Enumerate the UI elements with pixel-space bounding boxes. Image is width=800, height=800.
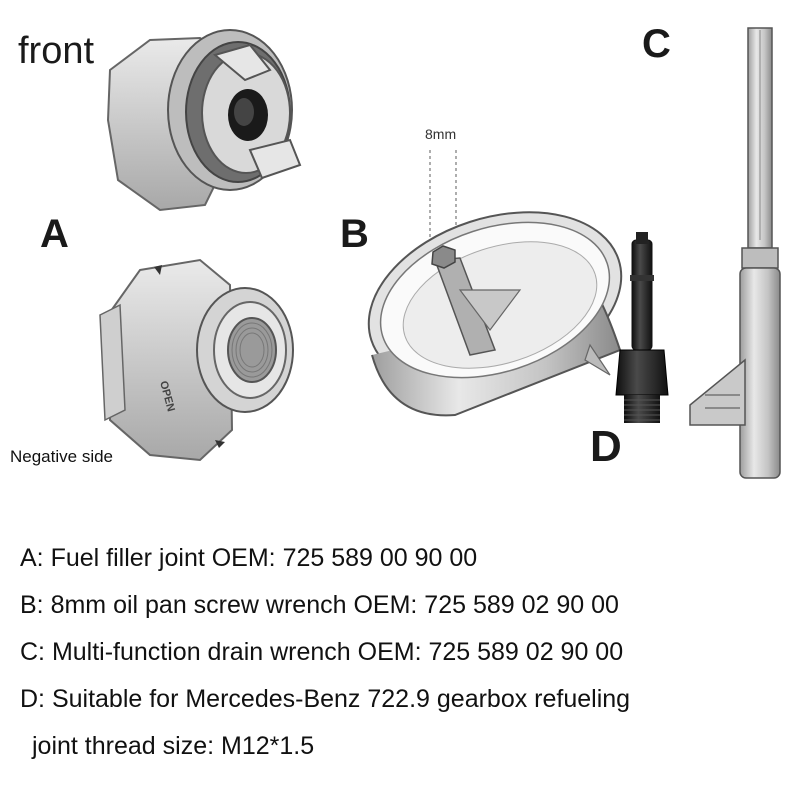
description-c: C: Multi-function drain wrench OEM: 725 … [20,638,624,666]
fuel-filler-joint-back-image: OPEN [99,258,294,462]
description-b: B: 8mm oil pan screw wrench OEM: 725 589… [20,591,619,619]
drain-wrench-image [689,27,781,479]
label-d: D [590,422,622,471]
label-c: C [642,22,671,66]
negative-side-label: Negative side [10,447,114,466]
product-illustrations: OPEN [99,27,781,479]
fuel-filler-joint-front-image [106,29,302,212]
label-a: A [40,212,69,256]
refueling-adapter-image [615,232,669,423]
description-d-thread: joint thread size: M12*1.5 [32,732,315,760]
description-a: A: Fuel filler joint OEM: 725 589 00 90 … [20,544,478,572]
arrow-icon [215,440,225,448]
oil-pan-wrench-image [367,150,623,417]
description-d: D: Suitable for Mercedes-Benz 722.9 gear… [20,685,631,713]
front-label: front [18,30,95,72]
label-b: B [340,212,369,256]
size-8mm-label: 8mm [425,126,457,142]
arrow-icon [154,265,162,275]
description-list: A: Fuel filler joint OEM: 725 589 00 90 … [20,535,790,770]
